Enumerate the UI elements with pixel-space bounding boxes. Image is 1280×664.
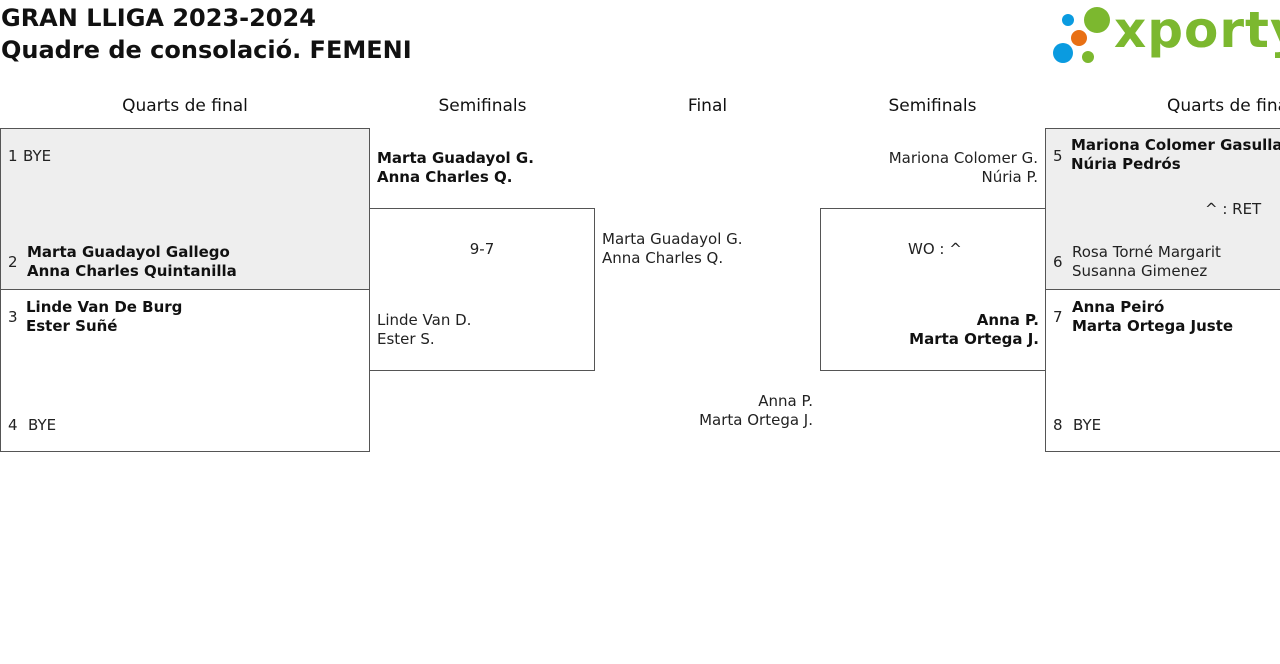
final-top-player-1: Marta Guadayol G. — [602, 230, 743, 248]
team-bye: BYE — [1073, 416, 1102, 434]
left-sf-bottom-player-2: Ester S. — [377, 330, 435, 348]
round-header-right-sf: Semifinals — [888, 96, 977, 116]
match-score: 9-7 — [469, 240, 495, 258]
seed-number: 8 — [1053, 416, 1063, 434]
team-player-1: Rosa Torné Margarit — [1072, 243, 1221, 261]
team-bye: BYE — [28, 416, 57, 434]
team-player-2: Susanna Gimenez — [1072, 262, 1208, 280]
team-player-1: Marta Guadayol Gallego — [27, 243, 230, 261]
left-sf-top-player-2: Anna Charles Q. — [377, 168, 513, 186]
match-score: WO : ^ — [908, 240, 962, 258]
team-player-1: Mariona Colomer Gasullaa — [1071, 136, 1280, 154]
round-header-right-qf: Quarts de final — [1167, 96, 1280, 116]
right-sf-bottom-player-2: Marta Ortega J. — [909, 330, 1039, 348]
xporty-logo: xporty — [1050, 1, 1280, 68]
round-header-left-sf: Semifinals — [438, 96, 527, 116]
team-player-2: Marta Ortega Juste — [1072, 317, 1234, 335]
seed-number: 3 — [8, 308, 18, 326]
page-subtitle: Quadre de consolació. FEMENI — [1, 36, 412, 64]
logo-dots-icon — [1053, 7, 1110, 63]
left-sf-match: 9-7 Linde Van D. Ester S. — [369, 208, 595, 371]
team-player-1: Linde Van De Burg — [26, 298, 183, 316]
seed-number: 4 — [8, 416, 18, 434]
match-score: ^ : RET — [1205, 200, 1262, 218]
left-sf-bottom-player-1: Linde Van D. — [377, 311, 472, 329]
right-sf-top-player-2: Núria P. — [981, 168, 1039, 186]
right-sf-bottom-player-1: Anna P. — [976, 311, 1039, 329]
seed-number: 7 — [1053, 308, 1063, 326]
logo-wordmark: xporty — [1114, 1, 1280, 59]
right-qf-match-1: 5 Mariona Colomer Gasullaa Núria Pedrós … — [1045, 128, 1280, 290]
round-header-left-qf: Quarts de final — [122, 96, 248, 116]
right-sf-top-player-1: Mariona Colomer G. — [888, 149, 1038, 167]
round-header-final: Final — [687, 96, 728, 116]
right-sf-match: WO : ^ Anna P. Marta Ortega J. — [820, 208, 1046, 371]
left-sf-top-player-1: Marta Guadayol G. — [377, 149, 534, 167]
right-qf-match-2: 7 Anna Peiró Marta Ortega Juste 8 BYE — [1045, 289, 1280, 452]
final-top-player-2: Anna Charles Q. — [602, 249, 724, 267]
seed-number: 2 — [8, 253, 18, 271]
final-bottom-player-2: Marta Ortega J. — [699, 411, 813, 429]
team-player-1: Anna Peiró — [1072, 298, 1165, 316]
seed-number: 1 — [8, 147, 18, 165]
final-bottom-player-1: Anna P. — [758, 392, 813, 410]
seed-number: 6 — [1053, 253, 1063, 271]
team-player-2: Ester Suñé — [26, 317, 118, 335]
team-player-2: Anna Charles Quintanilla — [27, 262, 237, 280]
left-qf-match-1: 1 BYE 2 Marta Guadayol Gallego Anna Char… — [0, 128, 370, 290]
left-qf-match-2: 3 Linde Van De Burg Ester Suñé 4 BYE — [0, 289, 370, 452]
team-player-2: Núria Pedrós — [1071, 155, 1181, 173]
seed-number: 5 — [1053, 147, 1063, 165]
team-bye: BYE — [23, 147, 52, 165]
page-title: GRAN LLIGA 2023-2024 — [1, 4, 316, 32]
